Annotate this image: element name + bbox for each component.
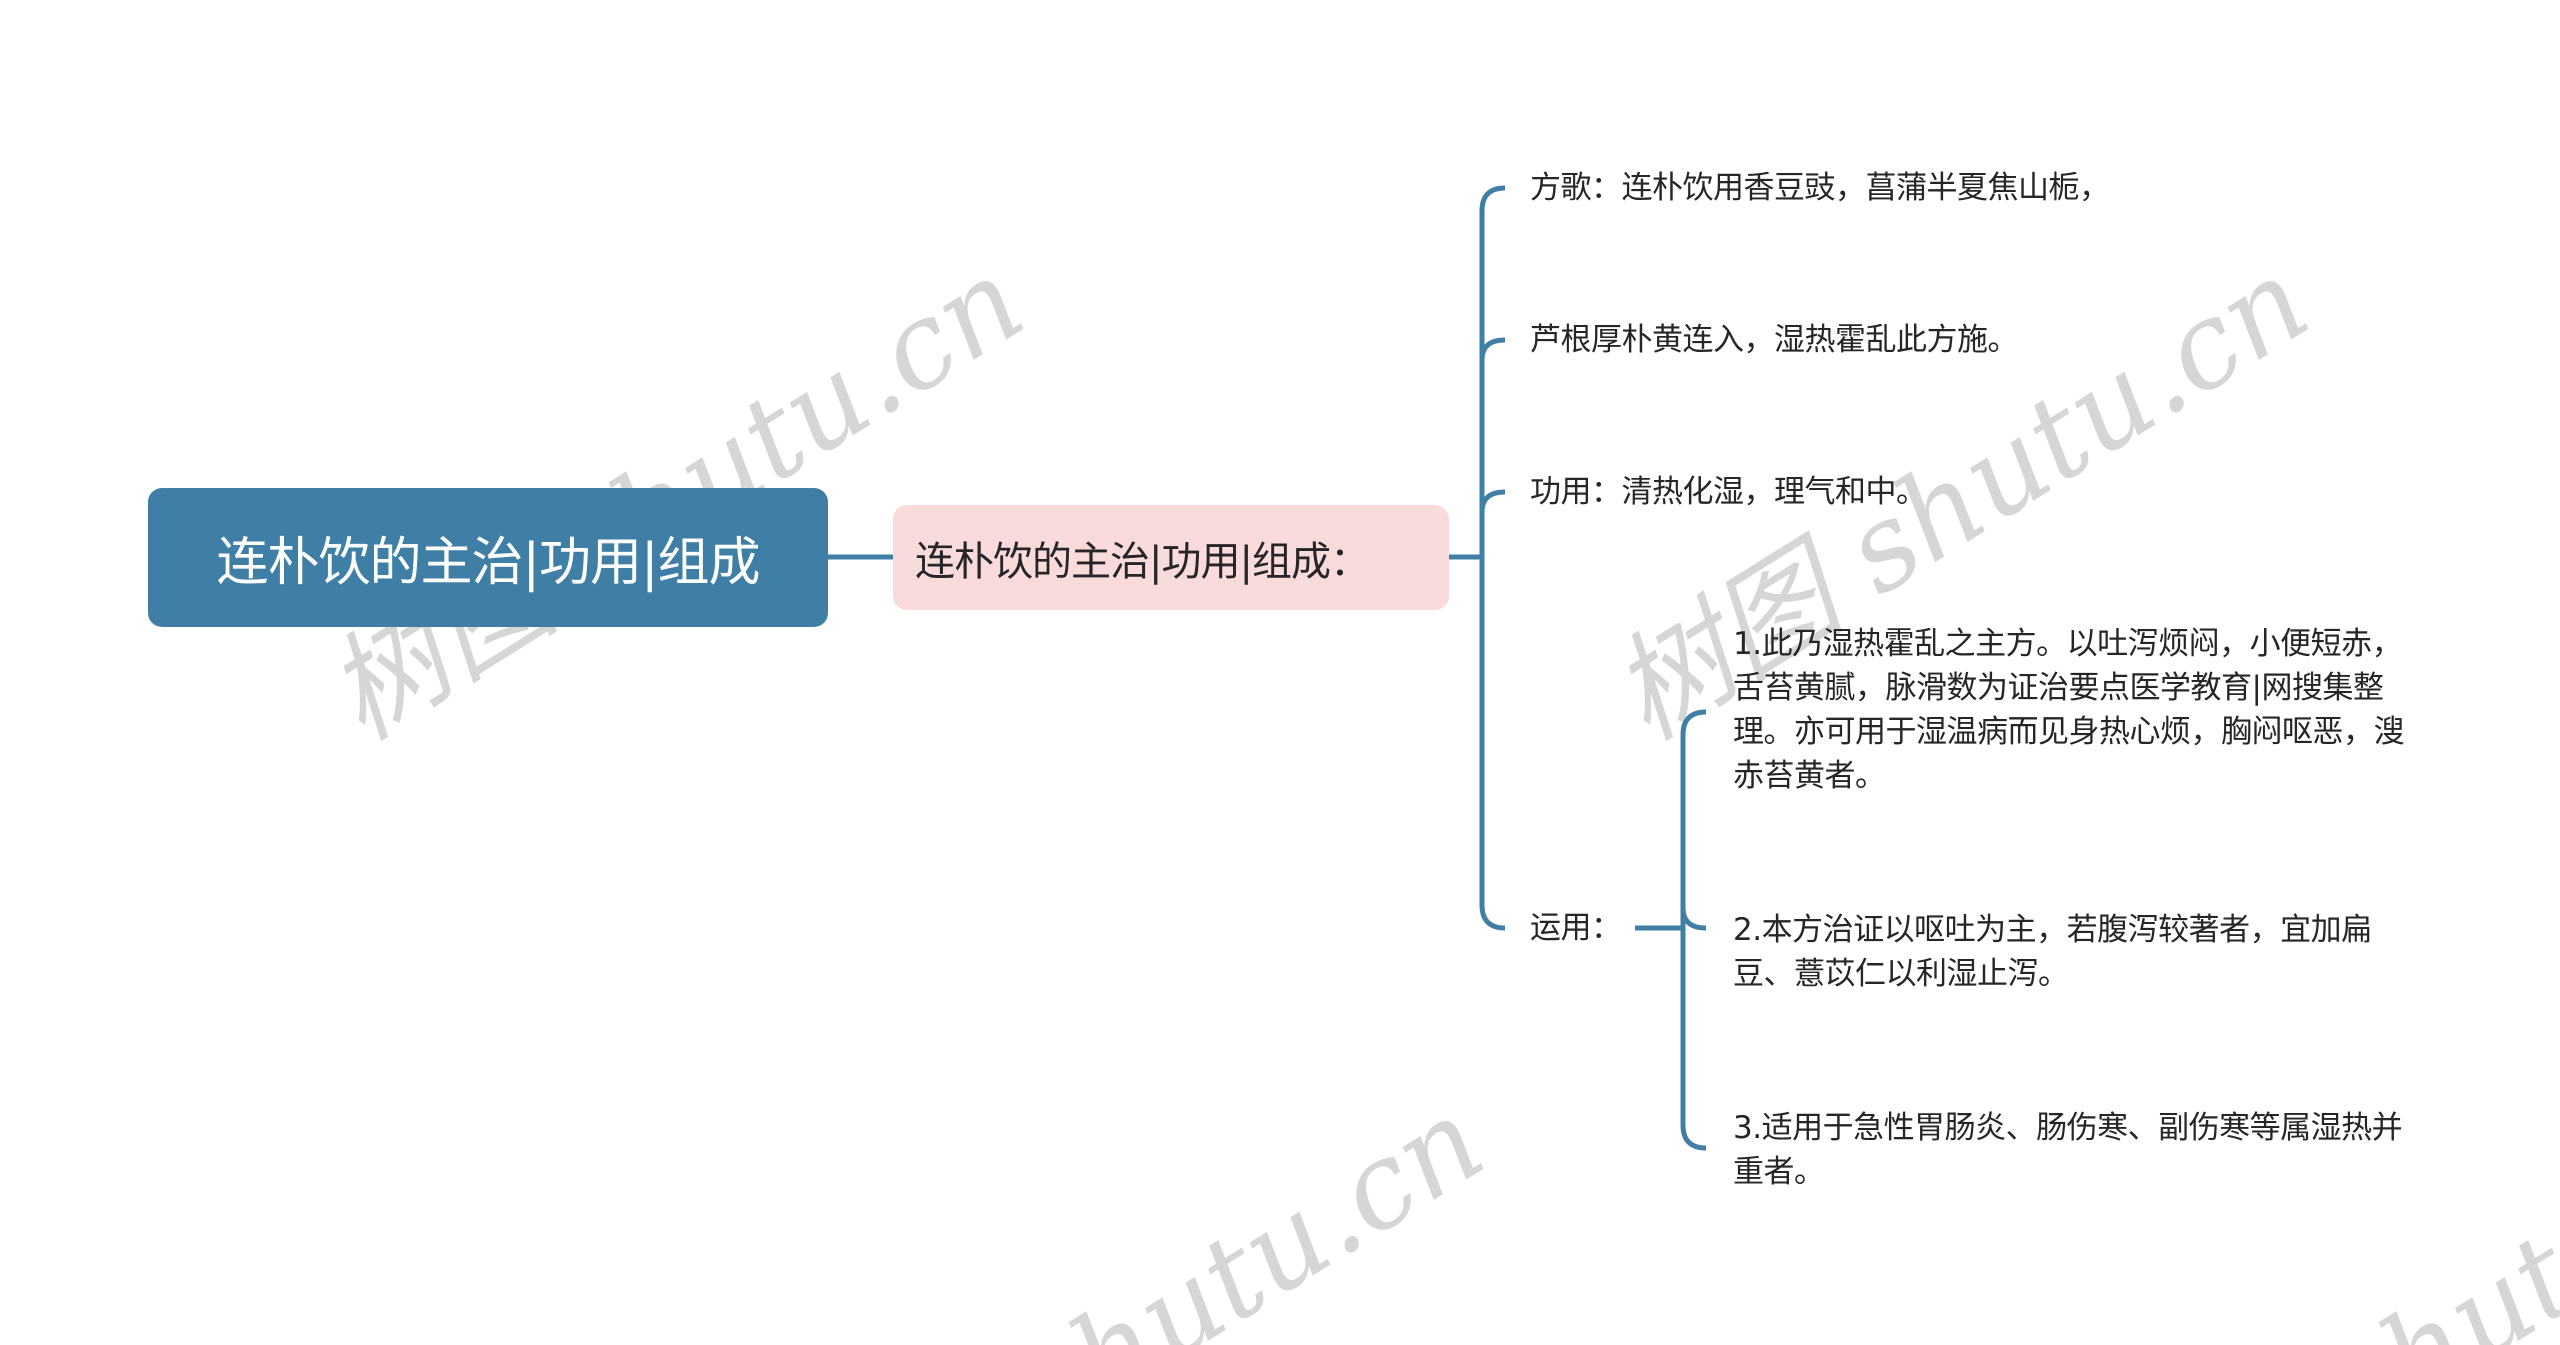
leaf-label: 功用：清热化湿，理气和中。 [1530,474,1927,510]
leaf-label: 方歌：连朴饮用香豆豉，菖蒲半夏焦山栀， [1530,170,2110,206]
leaf-function[interactable]: 功用：清热化湿，理气和中。 [1530,470,1927,514]
leaf-usage[interactable]: 运用： [1530,906,1622,950]
tick-usage-2 [1680,907,1707,931]
usage-item-3[interactable]: 3.适用于急性胃肠炎、肠伤寒、副伤寒等属湿热并重者。 [1733,1106,2423,1194]
tick-line2 [1479,337,1506,361]
root-topic[interactable]: 连朴饮的主治|功用|组成 [148,488,828,627]
sub-bracket [1680,709,1707,1151]
usage-item-label: 3.适用于急性胃肠炎、肠伤寒、副伤寒等属湿热并重者。 [1733,1110,2403,1190]
main-branch-label: 连朴饮的主治|功用|组成： [915,538,1370,585]
usage-item-1[interactable]: 1.此乃湿热霍乱之主方。以吐泻烦闷，小便短赤，舌苔黄腻，脉滑数为证治要点医学教育… [1733,622,2423,798]
main-bracket [1479,185,1506,931]
leaf-formula-song-1[interactable]: 方歌：连朴饮用香豆豉，菖蒲半夏焦山栀， [1530,166,2110,210]
root-topic-label: 连朴饮的主治|功用|组成 [216,533,760,593]
leaf-formula-song-2[interactable]: 芦根厚朴黄连入，湿热霍乱此方施。 [1530,318,2019,362]
usage-item-label: 1.此乃湿热霍乱之主方。以吐泻烦闷，小便短赤，舌苔黄腻，脉滑数为证治要点医学教育… [1733,626,2405,794]
tick-function [1479,489,1506,513]
watermark: 树图 shutu.cn [763,1070,1506,1345]
main-branch-topic[interactable]: 连朴饮的主治|功用|组成： [893,505,1449,610]
leaf-label: 运用： [1530,910,1622,946]
usage-item-2[interactable]: 2.本方治证以呕吐为主，若腹泻较著者，宜加扁豆、薏苡仁以利湿止泻。 [1733,908,2423,996]
watermark: 树图 shutu.cn [2074,1070,2560,1345]
leaf-label: 芦根厚朴黄连入，湿热霍乱此方施。 [1530,322,2019,358]
usage-item-label: 2.本方治证以呕吐为主，若腹泻较著者，宜加扁豆、薏苡仁以利湿止泻。 [1733,912,2372,992]
